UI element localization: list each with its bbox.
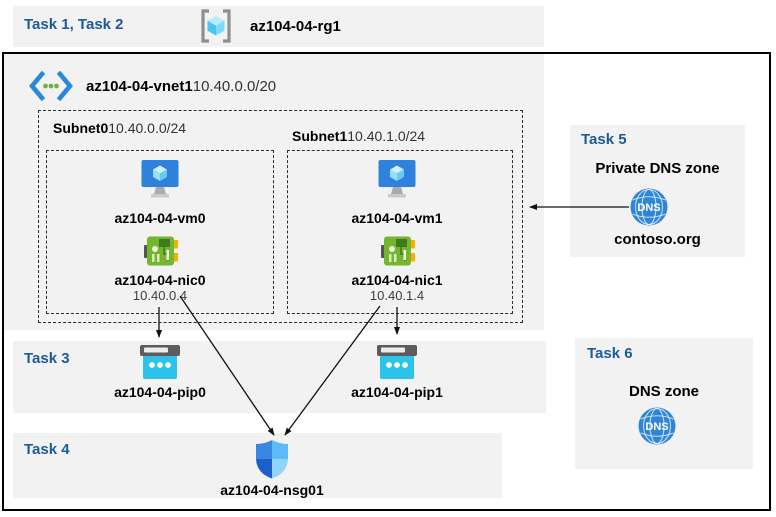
subnet0-label: Subnet0 10.40.0.0/24 (53, 120, 186, 136)
vnet-name: az104-04-vnet1 (86, 78, 193, 95)
nsg-shield-icon (256, 440, 288, 479)
task5-zone-name: contoso.org (614, 231, 701, 248)
task4-label: Task 4 (24, 441, 70, 458)
nsg-name: az104-04-nsg01 (220, 482, 324, 498)
dns-icon-text: DNS (637, 202, 660, 214)
task5-title: Private DNS zone (595, 160, 720, 177)
nic1-icon (381, 236, 415, 266)
vm1-icon (378, 160, 416, 198)
nic0-ip: 10.40.0.4 (132, 288, 188, 303)
subnet1-cidr: 10.40.1.0/24 (347, 128, 426, 144)
task5-label: Task 5 (581, 131, 627, 148)
task6-box (575, 338, 753, 469)
private-dns-zone-icon: DNS (630, 188, 668, 226)
vm0-icon (141, 160, 179, 198)
task6-label: Task 6 (587, 345, 633, 362)
resource-group-band (13, 6, 544, 47)
task-1-2-label: Task 1, Task 2 (24, 16, 124, 33)
dns-icon-text: DNS (645, 421, 668, 433)
subnet0-box (46, 150, 274, 314)
subnets-outer-boundary (38, 110, 523, 323)
nic0-name: az104-04-nic0 (114, 272, 206, 288)
subnet1-box (287, 150, 513, 314)
dns-zone-icon: DNS (638, 407, 676, 445)
diagram-border (2, 52, 771, 511)
subnet0-cidr: 10.40.0.0/24 (108, 120, 187, 136)
task3-label: Task 3 (24, 350, 70, 367)
task3-band (13, 341, 546, 413)
subnet1-label: Subnet1 10.40.1.0/24 (292, 128, 425, 144)
subnet0-name: Subnet0 (53, 120, 109, 136)
pip1-icon (377, 345, 417, 379)
nic1-name: az104-04-nic1 (351, 272, 443, 288)
vnet-region (4, 54, 544, 330)
nic0-icon (144, 236, 178, 266)
vm0-name: az104-04-vm0 (114, 210, 206, 226)
nic1-ip: 10.40.1.4 (369, 288, 425, 303)
pip1-name: az104-04-pip1 (351, 384, 443, 400)
subnet1-name: Subnet1 (292, 128, 348, 144)
vnet-label: az104-04-vnet1 10.40.0.0/20 (86, 78, 276, 95)
pip0-icon (140, 345, 180, 379)
resource-group-icon (201, 9, 231, 43)
pip0-name: az104-04-pip0 (114, 384, 206, 400)
resource-group-name: az104-04-rg1 (250, 18, 341, 35)
virtual-network-icon (29, 71, 73, 101)
task6-title: DNS zone (628, 383, 699, 400)
vnet-cidr: 10.40.0.0/20 (192, 78, 277, 95)
vm1-name: az104-04-vm1 (351, 210, 443, 226)
